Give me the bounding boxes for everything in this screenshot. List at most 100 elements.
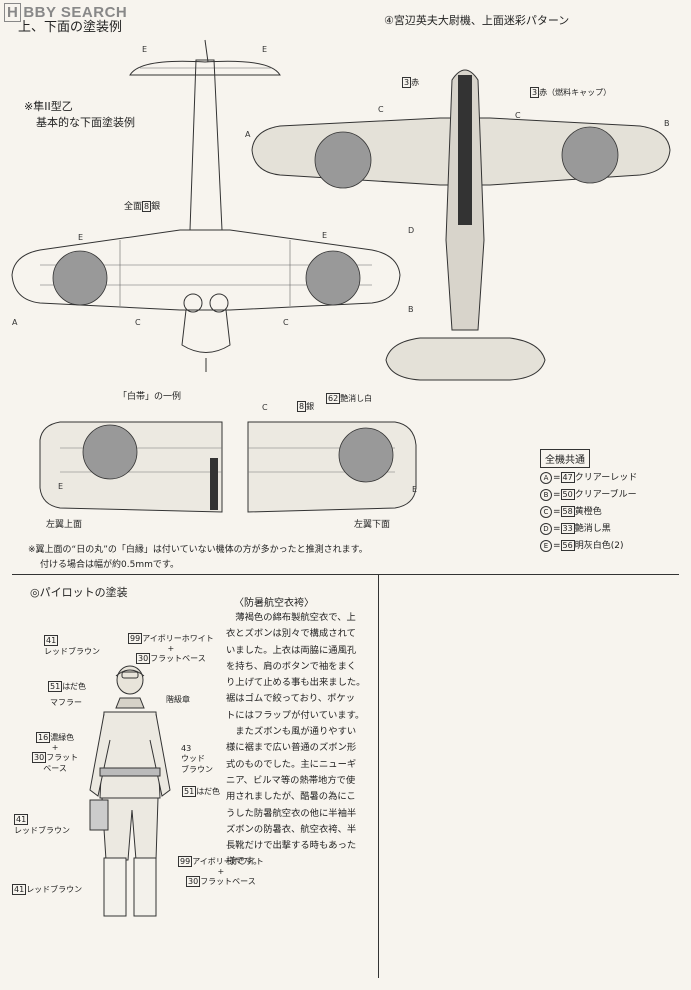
article-line: 様に裾まで広い普通のズボン形 <box>226 742 357 754</box>
pilot-trousers <box>101 797 159 861</box>
label-e-wing-left: E <box>78 233 83 242</box>
article-line: 様です。 <box>226 856 263 868</box>
right-hinomaru-under <box>305 250 361 306</box>
label-num: 51 <box>48 681 63 692</box>
flat-white-text: 艶消し白 <box>340 394 373 403</box>
label-text: アイボリーホワイト <box>142 634 214 643</box>
type-note-1: ※隼II型乙 <box>24 100 73 113</box>
footnote-line-1: ※翼上面の“日の丸”の「白縁」は付いていない機体の方が多かったと推測されます。 <box>28 545 368 555</box>
anti-glare-panel <box>458 75 472 225</box>
label-e-wing-right: E <box>322 231 327 240</box>
label-e-upper-detail: E <box>58 482 63 491</box>
legend-key: D <box>540 523 552 535</box>
right-drop-tank <box>209 293 229 313</box>
article-line: 裾はゴムで絞っており、ポケッ <box>226 693 356 705</box>
pilot-label-muffler: マフラー <box>50 698 82 707</box>
type-note-2: 基本的な下面塗装例 <box>36 116 135 129</box>
label-a-upper: A <box>245 130 251 139</box>
left-lower-hinomaru <box>338 427 394 483</box>
label-text: レッドブラウン <box>44 647 100 656</box>
label-text: フラットベース <box>200 877 256 886</box>
pilot-left-boot <box>103 857 127 917</box>
left-hinomaru-under <box>52 250 108 306</box>
article-line: 衣とズボンは別々で構成されて <box>226 628 356 640</box>
flat-white-num: 62 <box>326 393 341 404</box>
footnote-line-2: 付ける場合は幅が約0.5mmです。 <box>40 560 179 570</box>
article-line: を持ち、肩のボタンで袖をまく <box>226 660 357 672</box>
article-line: 式のものでした。主にニューギ <box>226 758 357 770</box>
label-b-under: B <box>408 305 414 314</box>
label-plus: + <box>217 867 225 876</box>
label-num: 41 <box>14 814 29 825</box>
label-num: 99 <box>178 856 193 867</box>
silver-text: 銀 <box>306 402 315 411</box>
pilot-map-case <box>89 799 109 831</box>
label-num: 16 <box>36 732 51 743</box>
left-lower-wing-label: 左翼下面 <box>354 520 391 530</box>
fuel-cap-text: 赤（燃料キャップ） <box>539 88 612 97</box>
legend-num: 47 <box>560 472 575 483</box>
left-drop-tank <box>183 293 203 313</box>
article-line: トにはフラップが付いています。 <box>226 709 365 721</box>
right-hinomaru-upper <box>561 126 619 184</box>
pilot-jacket <box>99 711 161 799</box>
wing-detail-drawings: E E C <box>39 403 417 513</box>
label-num: 51 <box>182 786 197 797</box>
label-num: 41 <box>44 635 59 646</box>
silver-num: 8 <box>297 401 307 412</box>
label-text: ブラウン <box>181 765 213 774</box>
label-num: 41 <box>12 884 27 895</box>
white-band-upper-marker <box>210 458 218 510</box>
pilot-right-boot <box>133 857 157 917</box>
upper-tailplane <box>385 337 546 381</box>
label-e-tail-left: E <box>142 45 147 54</box>
legend-key: E <box>540 540 552 552</box>
label-c-under-left: C <box>135 318 141 327</box>
all-silver-color: 銀 <box>151 202 161 212</box>
label-num: 99 <box>128 633 143 644</box>
red3-color: 赤 <box>411 78 420 87</box>
label-text: はだ色 <box>62 682 87 691</box>
top-right-title: ④宮辺英夫大尉機、上面迷彩パターン <box>384 14 570 27</box>
label-a-under: A <box>12 318 18 327</box>
article-line: うした防暑航空衣の他に半袖半 <box>226 807 357 819</box>
label-text: レッドブラウン <box>26 885 83 894</box>
label-c-under-right: C <box>283 318 289 327</box>
legend-num: 56 <box>560 540 575 551</box>
legend-name: 黄橙色 <box>574 507 602 517</box>
left-upper-wing-label: 左翼上面 <box>46 520 83 530</box>
label-text: 濃緑色 <box>50 733 75 742</box>
article-line: 用されましたが、酷暑の為にこ <box>226 791 356 803</box>
label-plus: + <box>167 644 175 653</box>
label-text: フラットベース <box>150 654 206 663</box>
article-line: 薄褐色の綿布製航空衣で、上 <box>226 612 356 623</box>
label-num: 30 <box>136 653 151 664</box>
legend-key: A <box>540 472 552 484</box>
left-hinomaru-upper <box>314 131 372 189</box>
underside-plane-drawing: E E E E A B C C A B C C D <box>11 39 671 381</box>
underside-wing <box>11 229 401 311</box>
legend-name: クリアーレッド <box>574 473 638 483</box>
column-divider <box>378 574 379 978</box>
label-text: レッドブラウン <box>14 826 70 835</box>
article-title: 〈防暑航空衣袴〉 <box>234 598 314 609</box>
pilot-title: ◎パイロットの塗装 <box>30 586 128 599</box>
label-e-lower-detail: E <box>412 485 417 494</box>
all-silver-text: 全面 <box>124 202 143 212</box>
section-divider <box>12 574 679 575</box>
top-left-title: 上、下面の塗装例 <box>18 20 123 35</box>
article-line: ニア、ビルマ等の熱帯地方で使 <box>226 774 356 786</box>
